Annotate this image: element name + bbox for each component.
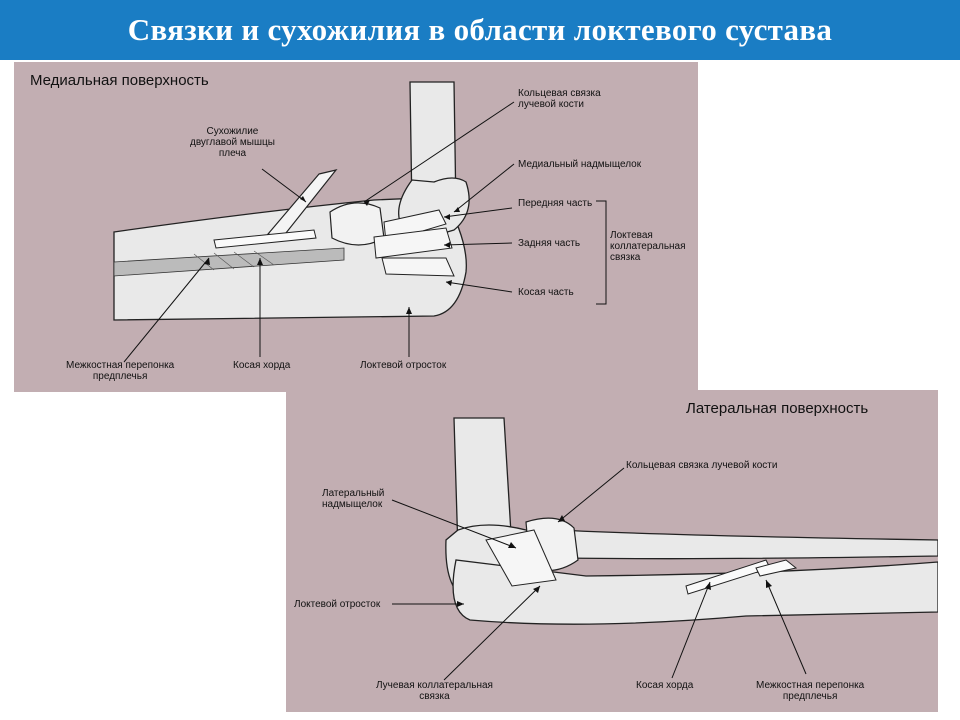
medial-surface-panel: Медиальная поверхность Сухожилие двуглав… [14,62,698,392]
label-olecranon: Локтевой отросток [360,360,447,371]
label-anterior-part: Передняя часть [518,198,593,209]
label-biceps-tendon: Сухожилие двуглавой мышцы плеча [190,126,275,159]
slide-title: Связки и сухожилия в области локтевого с… [127,12,833,47]
label-ulnar-collateral-ligament: Локтевая коллатеральная связка [610,230,686,263]
label-oblique-cord: Косая хорда [233,360,291,371]
lateral-surface-panel: Латеральная поверхность Кольцевая связка… [286,390,938,712]
label-medial-epicondyle: Медиальный надмыщелок [518,159,642,170]
title-bar: Связки и сухожилия в области локтевого с… [0,0,960,60]
label-annular-ligament: Кольцевая связка лучевой кости [518,88,601,110]
label-olecranon-lateral: Локтевой отросток [294,599,381,610]
medial-panel-title: Медиальная поверхность [30,72,209,89]
label-interosseous-membrane-lateral: Межкостная перепонка предплечья [756,680,865,702]
lateral-elbow-illustration [391,417,938,681]
lateral-panel-title: Латеральная поверхность [686,400,869,417]
label-lateral-epicondyle: Латеральный надмыщелок [322,488,385,510]
medial-elbow-illustration [113,81,607,363]
label-oblique-part: Косая часть [518,287,574,298]
label-annular-ligament-lateral: Кольцевая связка лучевой кости [626,460,778,471]
label-interosseous-membrane: Межкостная перепонка предплечья [66,360,175,382]
label-posterior-part: Задняя часть [518,238,581,249]
label-oblique-cord-lateral: Косая хорда [636,680,694,691]
label-radial-collateral-ligament: Лучевая коллатеральная связка [376,680,493,702]
